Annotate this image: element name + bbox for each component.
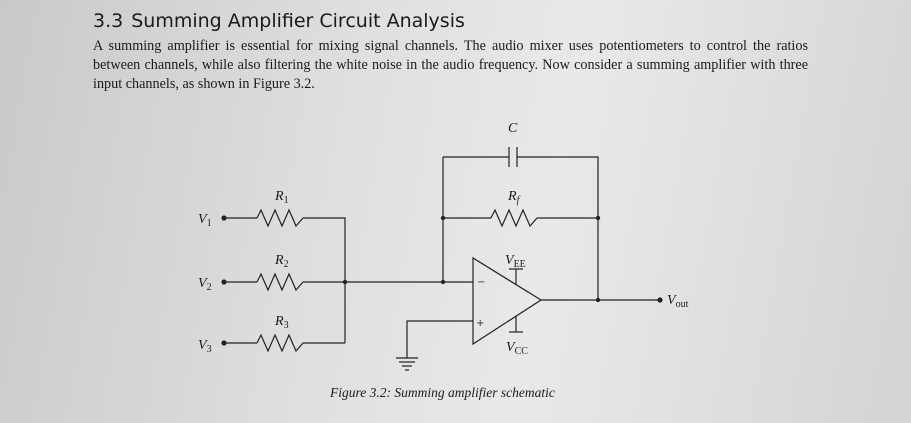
wire-node-to-inverting bbox=[442, 157, 473, 283]
resistor-r2 bbox=[256, 272, 304, 292]
opamp-minus-sign: − bbox=[477, 277, 485, 288]
figure-caption: Figure 3.2: Summing amplifier schematic bbox=[330, 385, 555, 400]
section-number: 3.3 bbox=[93, 10, 124, 32]
section-title: Summing Amplifier Circuit Analysis bbox=[131, 10, 465, 32]
vee-label: VEE bbox=[505, 253, 526, 270]
input-1-terminal bbox=[221, 215, 227, 221]
capacitor-top-right-wire bbox=[517, 156, 599, 300]
body-paragraph: A summing amplifier is essential for mix… bbox=[93, 38, 808, 92]
opamp-plus-sign: + bbox=[476, 318, 484, 329]
input-3-terminal bbox=[221, 340, 227, 346]
feedback-resistor-label: Rf bbox=[507, 189, 521, 206]
resistor-rf bbox=[490, 208, 538, 228]
node-dot-rf-left bbox=[440, 215, 446, 221]
output-terminal bbox=[657, 297, 663, 303]
node-dot-bus bbox=[342, 279, 348, 285]
input-2-terminal bbox=[221, 279, 227, 285]
node-dot-output bbox=[595, 297, 601, 303]
wire-noninverting-ground bbox=[406, 320, 473, 358]
node-dot-summing bbox=[440, 279, 446, 285]
output-label: Vout bbox=[667, 293, 689, 310]
input-2-label: V2 bbox=[198, 276, 212, 293]
resistor-r2-label: R2 bbox=[274, 253, 289, 270]
resistor-r3 bbox=[256, 333, 304, 353]
wire-r1-bus bbox=[303, 217, 346, 343]
resistor-r1-label: R1 bbox=[274, 189, 289, 206]
node-dot-rf-right bbox=[595, 215, 601, 221]
section-heading: 3.3 Summing Amplifier Circuit Analysis bbox=[93, 10, 465, 32]
input-1-label: V1 bbox=[198, 212, 212, 229]
capacitor-label: C bbox=[508, 121, 518, 136]
resistor-r3-label: R3 bbox=[274, 314, 289, 331]
vcc-label: VCC bbox=[506, 340, 528, 357]
opamp-triangle bbox=[472, 256, 543, 346]
resistor-r1 bbox=[256, 208, 304, 228]
input-3-label: V3 bbox=[198, 338, 212, 355]
